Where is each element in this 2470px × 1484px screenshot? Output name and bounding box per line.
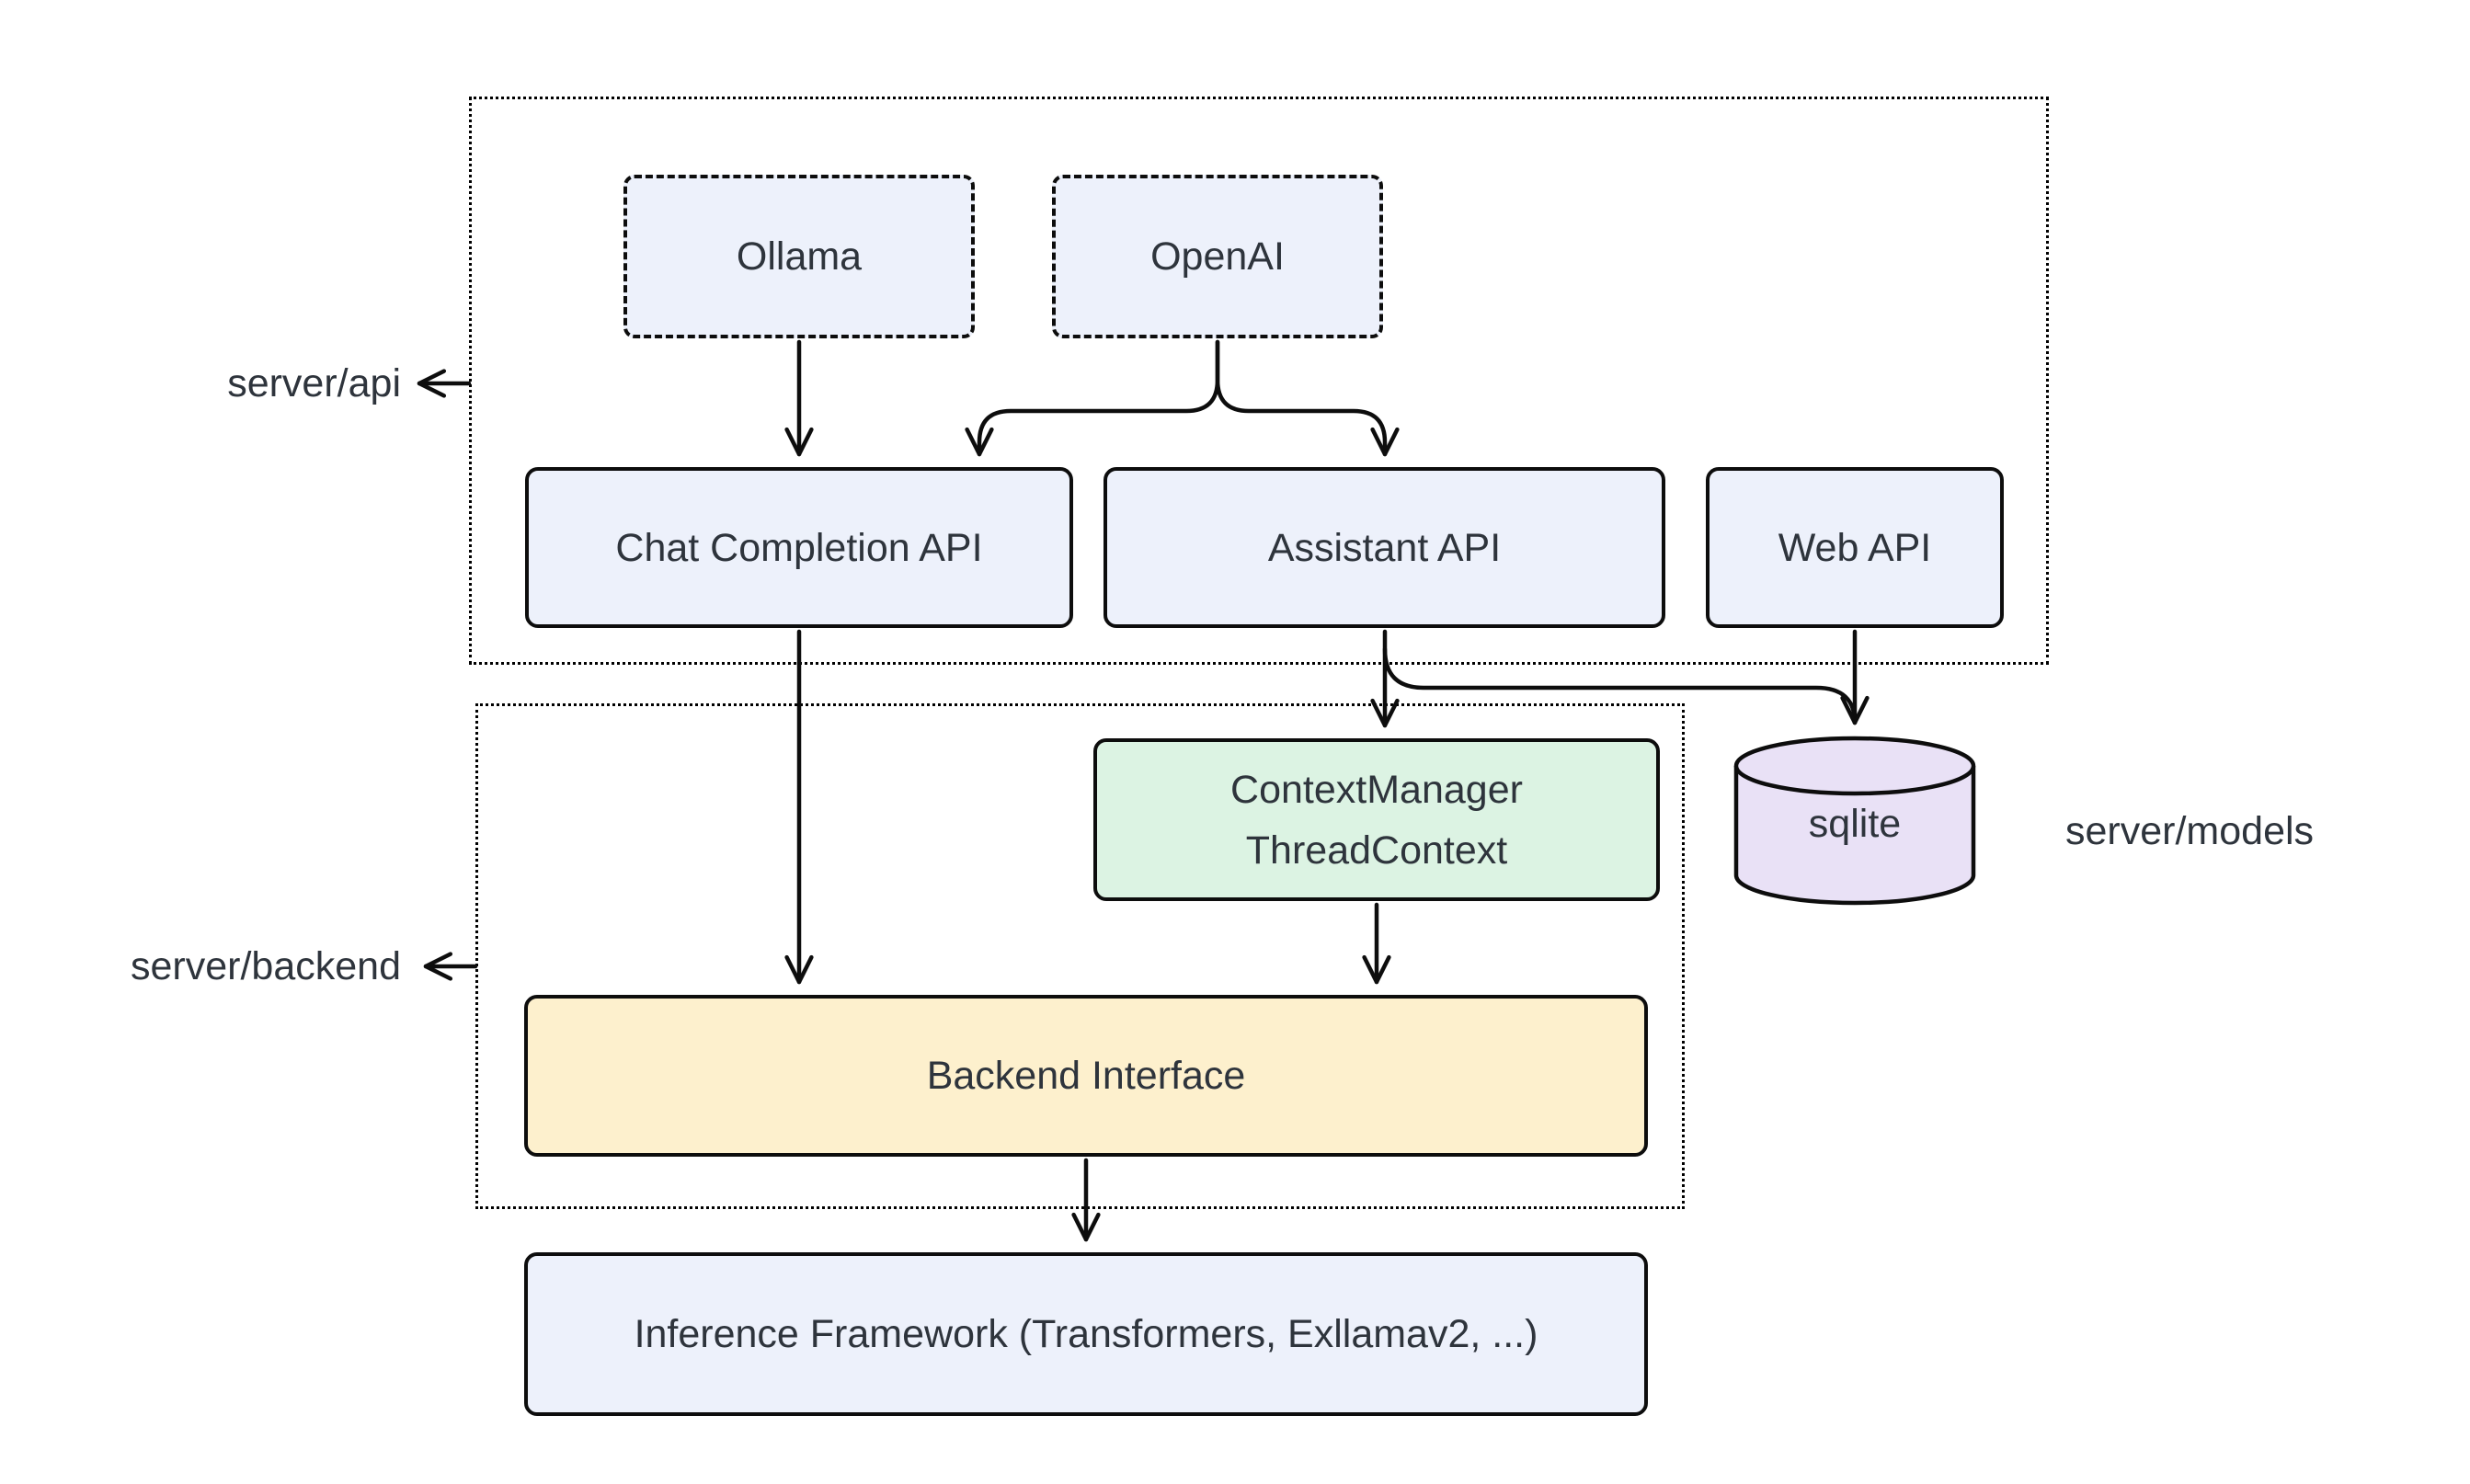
node-assistant-api: Assistant API [1103,467,1665,628]
node-backend-interface: Backend Interface [524,995,1648,1157]
node-chat-completion-api: Chat Completion API [525,467,1073,628]
database-cylinder-icon [1733,736,1976,906]
container-server-backend [475,703,1685,1209]
node-web-api: Web API [1706,467,2004,628]
node-inference-framework: Inference Framework (Transformers, Exlla… [524,1252,1648,1416]
node-chat-completion-api-label: Chat Completion API [615,525,983,570]
node-assistant-api-label: Assistant API [1267,525,1502,570]
node-context-manager: ContextManager ThreadContext [1093,738,1660,901]
node-openai: OpenAI [1052,175,1383,338]
node-web-api-label: Web API [1778,525,1932,570]
node-sqlite: sqlite [1733,736,1976,910]
node-context-manager-line1: ContextManager [1230,767,1523,812]
node-ollama-label: Ollama [736,234,863,279]
label-server-api: server/api [227,361,401,405]
container-server-api [469,97,2049,665]
node-ollama: Ollama [623,175,975,338]
label-server-backend: server/backend [131,944,401,988]
node-context-manager-line2: ThreadContext [1245,828,1508,873]
node-openai-label: OpenAI [1150,234,1285,279]
node-backend-interface-label: Backend Interface [926,1054,1246,1098]
node-inference-framework-label: Inference Framework (Transformers, Exlla… [634,1312,1538,1356]
node-sqlite-label: sqlite [1808,802,1902,846]
label-server-models: server/models [2065,809,2315,853]
